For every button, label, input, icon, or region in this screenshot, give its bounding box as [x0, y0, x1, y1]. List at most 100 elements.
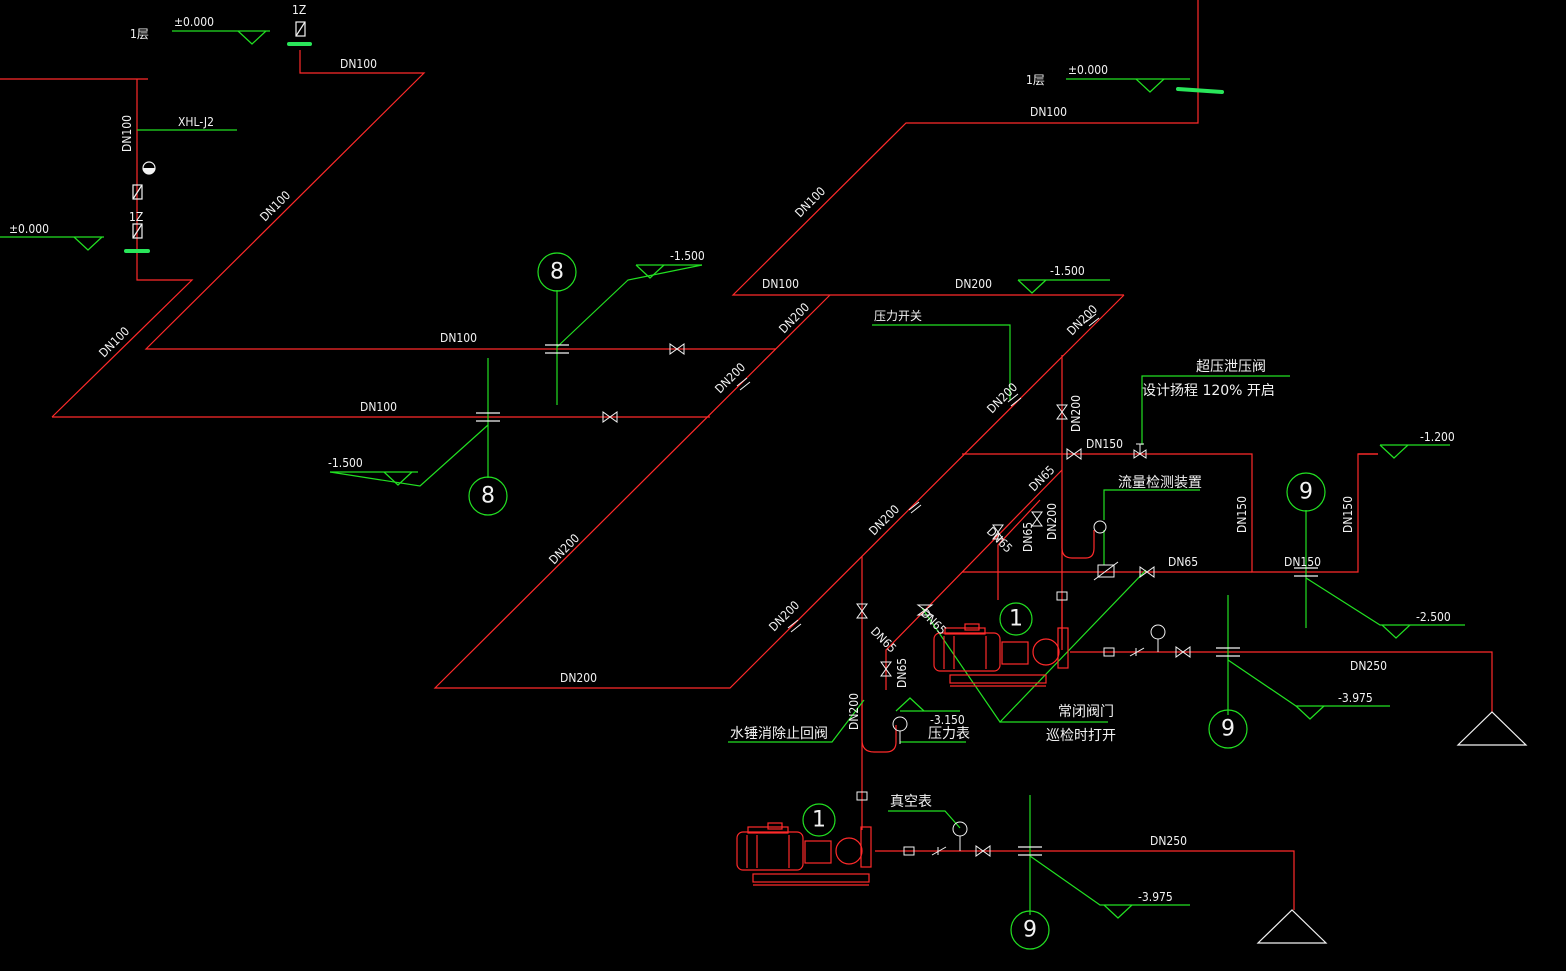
pipe-size-label: DN200	[546, 531, 582, 567]
pipe-size-label: DN200	[712, 360, 748, 396]
elevation-label: -1.500	[1050, 264, 1085, 278]
pipe-size-label: DN100	[440, 331, 477, 345]
elevation-label: ±0.000	[1068, 63, 1108, 77]
pipe-size-label: DN200	[1045, 503, 1059, 540]
pipe-size-label: DN200	[955, 277, 992, 291]
pipe-tag-icon	[132, 223, 143, 239]
butterfly-valve-icon	[787, 619, 802, 633]
highlight-marks	[124, 42, 1224, 253]
leader-lines	[0, 30, 1465, 915]
pipe-size-label: DN150	[1086, 437, 1123, 451]
pipe-size-label: DN200	[1069, 395, 1083, 432]
pipe-size-label: DN150	[1235, 496, 1249, 533]
vacuum-gauge-icon	[952, 821, 968, 851]
check-valve-label: 水锤消除止回阀	[730, 726, 828, 742]
pressure-gauge-icon	[1093, 520, 1107, 534]
flange-icon	[476, 412, 500, 422]
pipe-size-label: DN65	[984, 524, 1015, 555]
pipe-id-label: 1Z	[129, 210, 143, 224]
elevation-markers	[73, 30, 1528, 944]
gate-valve-icon	[856, 603, 868, 619]
pipe-size-label: DN200	[984, 380, 1020, 416]
pipe-size-label: DN200	[866, 502, 902, 538]
marker-1-lower: 1	[802, 803, 836, 837]
gate-valve-icon	[602, 411, 618, 423]
fitting-icon	[903, 647, 1115, 856]
flange-icon	[1294, 567, 1318, 577]
gate-valve-icon	[880, 661, 892, 677]
pipe-size-label: DN250	[1150, 834, 1187, 848]
elevation-label: -2.500	[1416, 610, 1451, 624]
marker-8-upper: 8	[537, 252, 577, 292]
pipe-size-label: DN250	[1350, 659, 1387, 673]
pipe-size-label: DN200	[766, 598, 802, 634]
svg-text:9: 9	[1221, 717, 1235, 742]
valve-symbol-icon	[142, 161, 156, 175]
marker-1-upper: 1	[999, 602, 1033, 636]
pressure-switch-label: 压力开关	[874, 309, 922, 323]
pressure-gauge-icon	[892, 716, 908, 744]
pipe-size-label: DN100	[360, 400, 397, 414]
pipe-size-label: DN100	[96, 324, 132, 360]
svg-text:1: 1	[1009, 607, 1023, 632]
open-on-inspection-label: 巡检时打开	[1046, 727, 1116, 744]
elevation-label: ±0.000	[9, 222, 49, 236]
elevation-label: -1.500	[328, 456, 363, 470]
gate-valve-icon	[975, 845, 991, 857]
gate-valve-icon	[1139, 566, 1155, 578]
pipe-size-label: DN100	[1030, 105, 1067, 119]
gate-valve-icon	[1056, 404, 1068, 420]
butterfly-valve-icon	[908, 501, 922, 514]
gate-valve-icon	[1066, 448, 1082, 460]
fitting-icon	[856, 591, 1068, 801]
gate-valve-icon	[916, 604, 934, 616]
gate-valve-icon	[1175, 646, 1191, 658]
elevation-label: -3.150	[930, 713, 965, 727]
pipe-tag-icon	[132, 184, 143, 200]
flange-icon	[1216, 647, 1240, 657]
svg-text:8: 8	[550, 260, 564, 285]
pipe-size-label: DN200	[560, 671, 597, 685]
pipe-network	[0, 0, 1493, 910]
pipe-size-label: DN100	[257, 188, 293, 224]
check-valve-icon	[931, 647, 1145, 856]
fire-pump-upper	[933, 623, 1069, 687]
elevation-label: -3.975	[1138, 890, 1173, 904]
pipe-size-label: DN100	[340, 57, 377, 71]
vacuum-gauge-label: 真空表	[890, 794, 932, 810]
gate-valve-icon	[669, 343, 685, 355]
gate-valve-icon	[1031, 511, 1043, 527]
marker-9-bottom: 9	[1010, 910, 1050, 950]
marker-9-middle: 9	[1208, 709, 1248, 749]
flow-device-label: 流量检测装置	[1118, 475, 1202, 491]
marker-9-right: 9	[1286, 472, 1326, 512]
pipe-size-label: DN150	[1284, 555, 1321, 569]
svg-text:9: 9	[1299, 480, 1313, 505]
flange-icon	[1018, 846, 1042, 856]
floor-label: 1层	[1026, 73, 1045, 87]
elevation-label: -3.975	[1338, 691, 1373, 705]
elevation-label: -1.200	[1420, 430, 1455, 444]
pipe-size-label: DN65	[868, 624, 899, 655]
pipe-size-label: DN200	[1064, 302, 1100, 338]
flow-meter-icon	[1093, 561, 1119, 581]
fire-pump-lower	[736, 822, 872, 886]
butterfly-valve-icon	[1007, 393, 1022, 407]
pipe-size-label: DN65	[1168, 555, 1198, 569]
valves	[132, 21, 1318, 857]
svg-text:9: 9	[1023, 918, 1037, 943]
pipe-size-label: DN65	[895, 658, 909, 688]
elevation-label: ±0.000	[174, 15, 214, 29]
pressure-gauge-label: 压力表	[928, 726, 970, 742]
flange-icon	[545, 344, 569, 354]
svg-text:1: 1	[812, 808, 826, 833]
floor-label: 1层	[130, 27, 149, 41]
pipe-size-label: DN65	[1026, 463, 1057, 494]
pipe-size-label: DN100	[762, 277, 799, 291]
normally-closed-label: 常闭阀门	[1058, 704, 1114, 720]
pipe-size-label: DN150	[1341, 496, 1355, 533]
pipe-size-label: DN65	[1021, 522, 1035, 552]
relief-setting-label: 设计扬程 120% 开启	[1142, 383, 1275, 399]
pipe-tag-icon	[295, 21, 306, 37]
